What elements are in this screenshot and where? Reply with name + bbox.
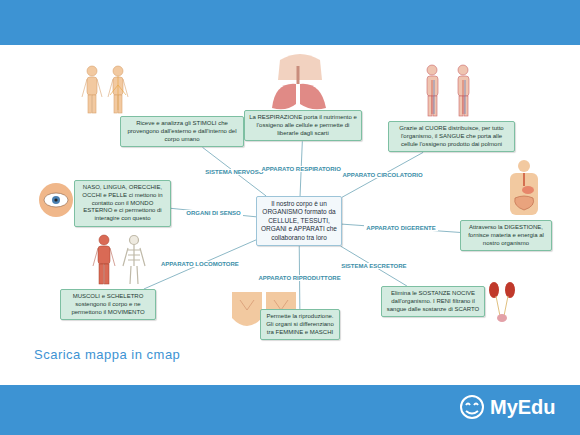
system-label: APPARATO CIRCOLATORIO [341,172,425,178]
system-label: SISTEMA ESCRETORE [339,263,408,269]
connector [144,240,256,289]
download-link: Scarica mappa in cmap [34,347,180,362]
circulatory-figures [427,65,469,116]
description-box: Riceve e analizza gli STIMOLI che proven… [120,116,244,147]
box-text: NASO, LINGUA, ORECCHIE, OCCHI e PELLE ci… [79,184,166,223]
excretory-illustration [489,282,515,322]
respiratory-illustration [272,54,326,109]
description-box: Elimina le SOSTANZE NOCIVE dall'organism… [381,286,485,317]
description-box: Grazie al CUORE distribuisce, per tutto … [388,121,515,152]
description-box: Attraverso la DIGESTIONE, fornisce mater… [460,220,552,251]
system-label: APPARATO LOCOMOTORE [159,261,241,267]
sense-organs-illustration [39,183,73,217]
system-label: APPARATO RIPRODUTTORE [256,275,342,281]
nervous-figures [82,66,128,113]
description-box: NASO, LINGUA, ORECCHIE, OCCHI e PELLE ci… [74,180,171,227]
brand-logo: MyEdu [490,396,556,419]
description-box: MUSCOLI e SCHELETRO sostengono il corpo … [60,289,156,320]
logo-icon [461,396,483,418]
header-band [0,0,580,45]
connector [342,224,460,232]
connector [171,208,256,216]
digestive-illustration [510,160,538,215]
box-text: Attraverso la DIGESTIONE, fornisce mater… [465,224,547,247]
description-box: Permette la riproduzione. Gli organi si … [260,309,340,340]
system-label: ORGANI DI SENSO [184,210,242,216]
box-text: Elimina le SOSTANZE NOCIVE dall'organism… [386,290,480,313]
box-text: Grazie al CUORE distribuisce, per tutto … [393,125,510,148]
system-label: SISTEMA NERVOSO [203,169,265,175]
connector [203,147,267,196]
system-label: APPARATO RESPIRATORIO [259,166,342,172]
box-text: Il nostro corpo è un ORGANISMO formato d… [261,200,337,242]
description-box: La RESPIRAZIONE porta il nutrimento e l'… [244,110,362,141]
box-text: Permette la riproduzione. Gli organi si … [265,313,335,336]
locomotor-figures [93,235,145,284]
box-text: La RESPIRAZIONE porta il nutrimento e l'… [249,114,357,137]
box-text: MUSCOLI e SCHELETRO sostengono il corpo … [65,293,151,316]
central-box: Il nostro corpo è un ORGANISMO formato d… [256,196,342,246]
box-text: Riceve e analizza gli STIMOLI che proven… [125,120,239,143]
system-label: APPARATO DIGERENTE [364,225,437,231]
